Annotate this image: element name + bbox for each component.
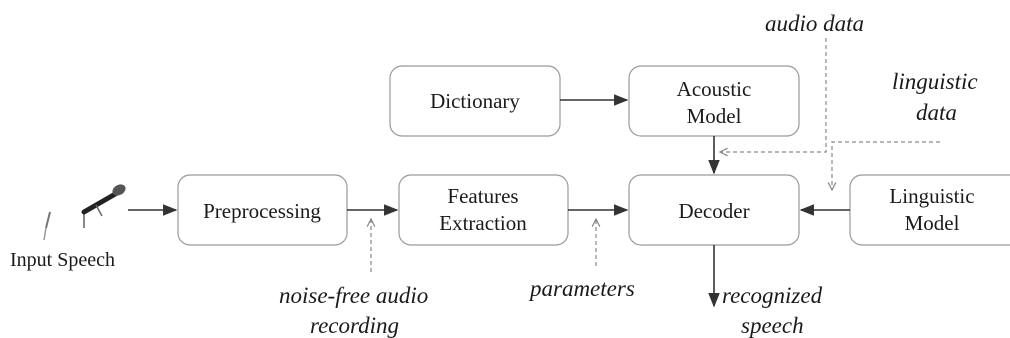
- recognized-speech-annotation-2: speech: [741, 313, 804, 338]
- acoustic-model-node: Acoustic Model: [628, 65, 800, 137]
- preprocessing-node: Preprocessing: [177, 174, 348, 246]
- decoder-label: Decoder: [678, 199, 749, 223]
- features-extraction-node: Features Extraction: [398, 174, 569, 246]
- audio-data-connector: [720, 38, 827, 152]
- linguistic-model-label-2: Model: [905, 211, 960, 235]
- input-speech-label: Input Speech: [10, 249, 115, 271]
- preprocessing-label: Preprocessing: [203, 199, 321, 223]
- linguistic-model-label-1: Linguistic: [889, 184, 974, 208]
- acoustic-model-label-1: Acoustic: [677, 77, 752, 101]
- linguistic-data-annotation-1: linguistic: [892, 69, 978, 94]
- noise-free-annotation-2: recording: [310, 313, 399, 338]
- microphone-icon: [43, 184, 126, 241]
- dictionary-node: Dictionary: [389, 65, 561, 137]
- features-extraction-label-1: Features: [447, 184, 518, 208]
- acoustic-model-label-2: Model: [687, 104, 742, 128]
- decoder-node: Decoder: [628, 174, 800, 246]
- dictionary-label: Dictionary: [430, 89, 520, 113]
- linguistic-data-connector: [832, 141, 940, 190]
- parameters-annotation: parameters: [528, 276, 635, 301]
- noise-free-annotation-1: noise-free audio: [279, 283, 428, 308]
- audio-data-annotation: audio data: [765, 11, 864, 36]
- recognized-speech-annotation-1: recognized: [722, 283, 823, 308]
- features-extraction-label-2: Extraction: [439, 211, 527, 235]
- linguistic-model-node: Linguistic Model: [849, 174, 1010, 246]
- linguistic-data-annotation-2: data: [916, 100, 957, 125]
